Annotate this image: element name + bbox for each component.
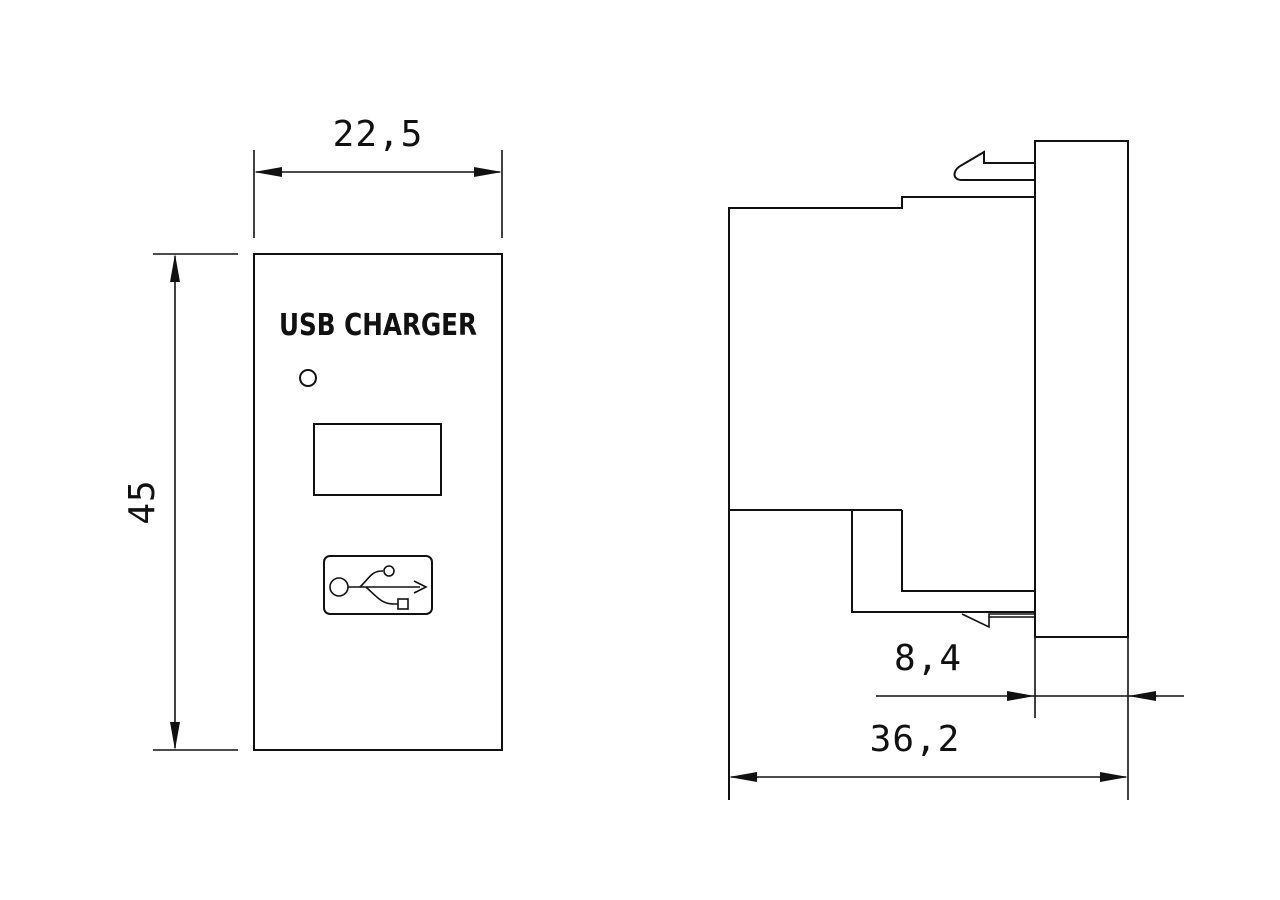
width-dimension: 22,5	[253, 114, 503, 238]
overall-depth-dimension: 36,2	[729, 719, 1128, 782]
width-dimension-value: 22,5	[333, 114, 424, 155]
usb-port	[313, 423, 442, 496]
front-faceplate-outline	[253, 253, 503, 751]
overall-depth-value: 36,2	[870, 719, 961, 760]
led-indicator-icon	[299, 369, 317, 387]
bottom-latch-clip	[961, 613, 1035, 629]
height-dimension-value: 45	[122, 479, 163, 524]
panel-label: USB CHARGER	[279, 308, 477, 343]
faceplate-thickness-dimension: 8,4	[876, 638, 1184, 701]
usb-symbol-icon	[323, 555, 433, 615]
top-latch-clip	[953, 150, 1035, 181]
side-body	[728, 196, 1035, 800]
side-view: 8,4 36,2	[728, 140, 1184, 800]
faceplate-thickness-value: 8,4	[894, 638, 962, 679]
height-dimension: 45	[122, 253, 238, 751]
front-view: USB CHARGER 22,5	[122, 114, 503, 751]
side-faceplate	[1034, 140, 1129, 800]
